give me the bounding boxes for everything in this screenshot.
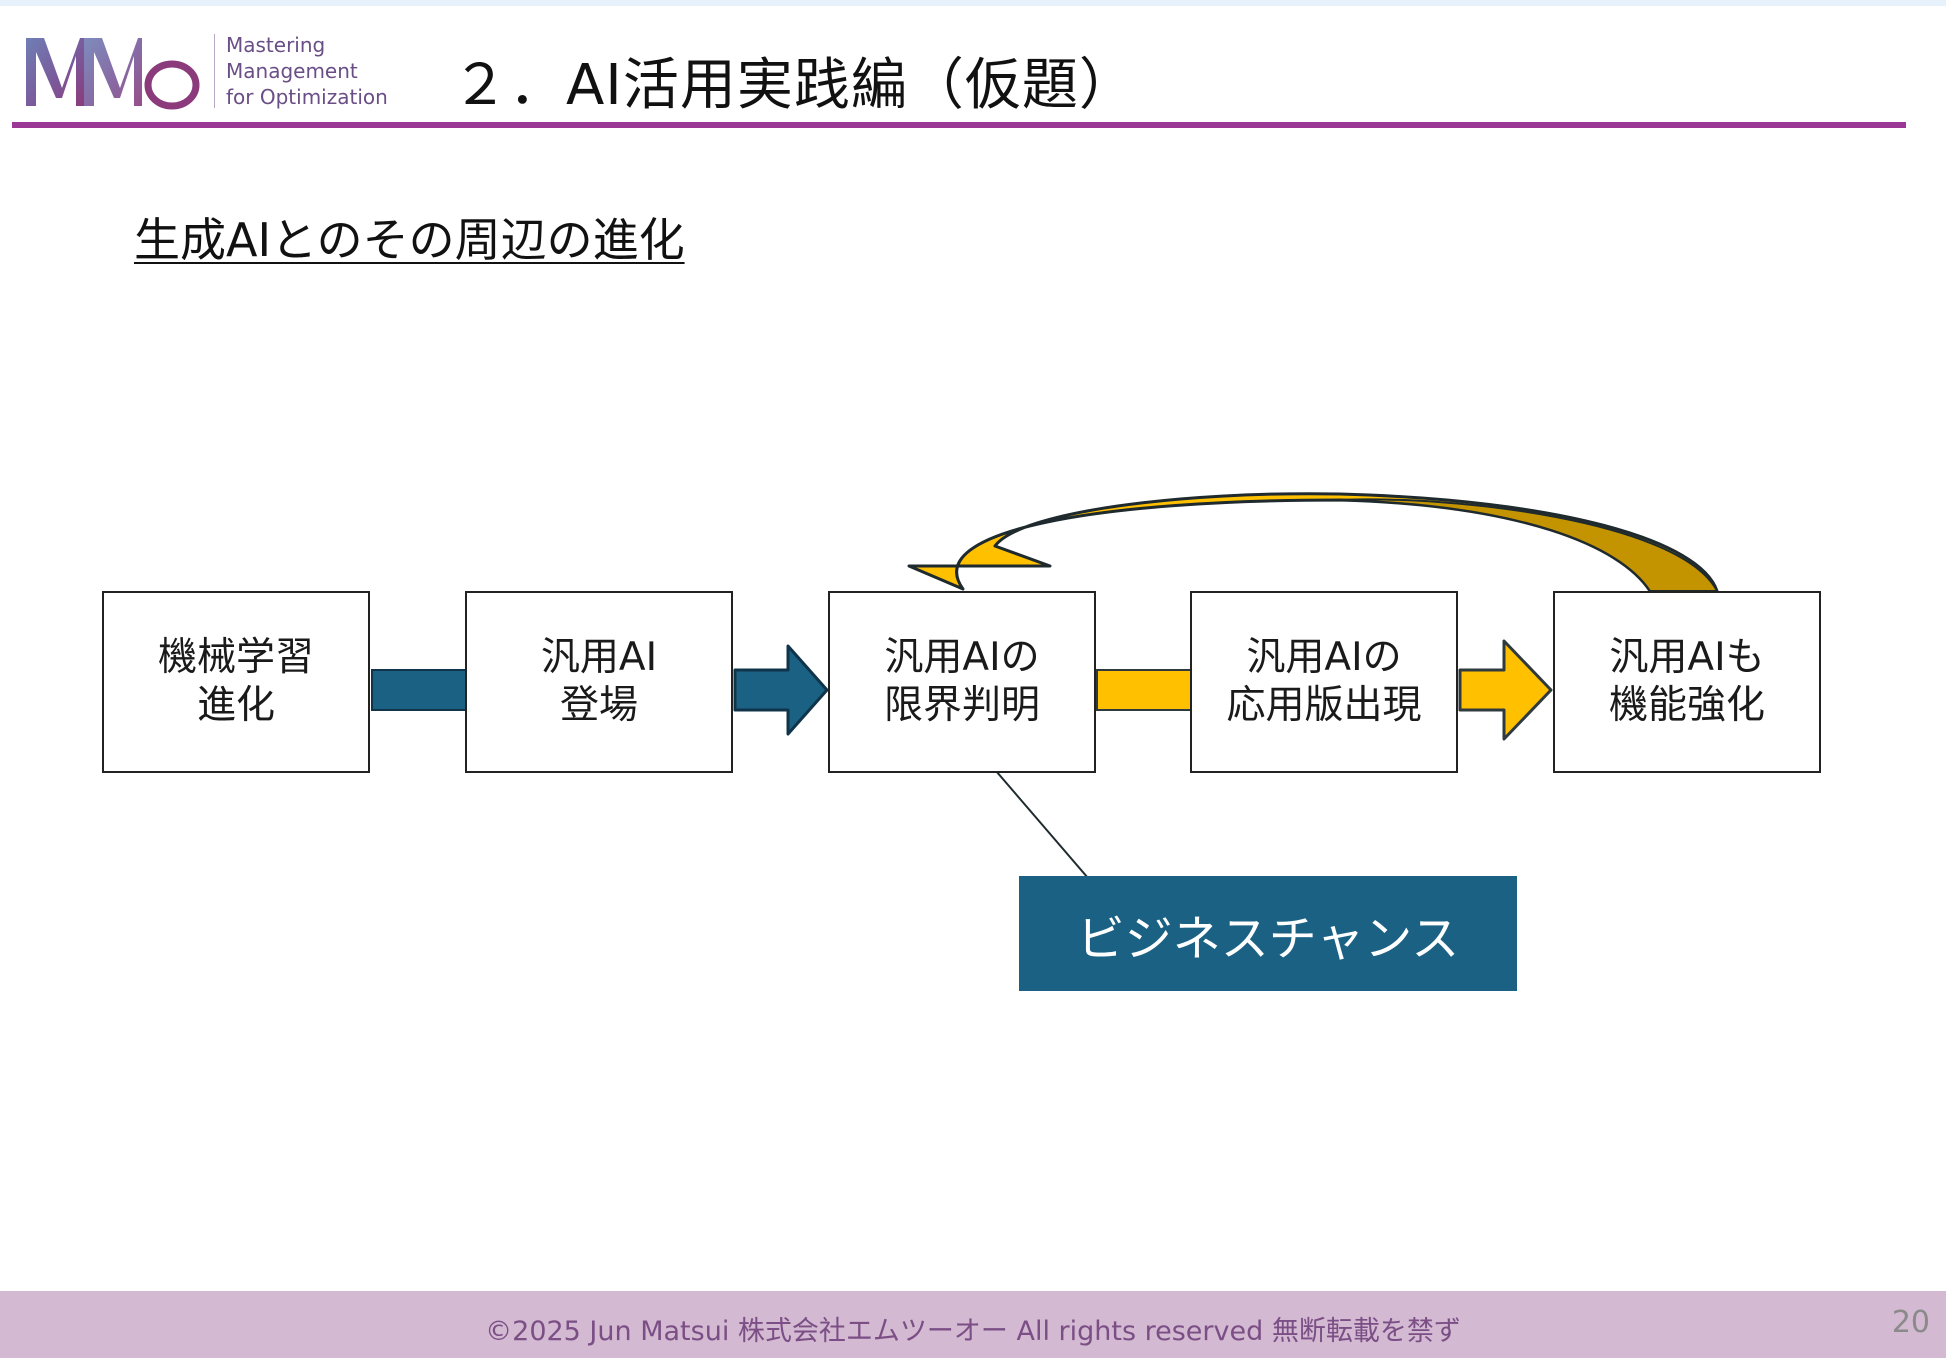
connector-bar-gold [1096,669,1192,711]
arrow-right-gold [1458,639,1553,741]
flow-box-general-ai-arrival: 汎用AI 登場 [465,591,733,773]
page-number: 20 [1891,1305,1930,1340]
flow-box-label: 機械学習 [157,635,314,680]
flow-box-label: 限界判明 [883,683,1040,728]
business-chance-callout: ビジネスチャンス [1019,876,1517,991]
flow-box-label: 汎用AI [540,635,658,680]
flow-box-label: 機能強化 [1608,683,1765,728]
flow-box-label: 登場 [559,683,638,728]
flow-box-label: 汎用AIも [1609,635,1765,680]
logo-line-2: Management [226,59,358,83]
flow-box-ml-evolution: 機械学習 進化 [102,591,370,773]
logo-line-1: Mastering [226,33,326,57]
flow-box-limits-revealed: 汎用AIの 限界判明 [828,591,1096,773]
logo-tagline: Mastering Management for Optimization [226,32,388,110]
callout-pointer-line [983,756,1089,879]
flow-box-label: 応用版出現 [1226,683,1422,728]
flow-box-label: 進化 [196,683,275,728]
title-rule [12,122,1906,128]
top-strip [0,0,1946,6]
logo-line-3: for Optimization [226,85,388,109]
arrow-right-blue [733,644,829,736]
flow-box-label: 汎用AIの [884,635,1040,680]
flow-box-applied-versions: 汎用AIの 応用版出現 [1190,591,1458,773]
footer-copyright: ©2025 Jun Matsui 株式会社エムツーオー All rights r… [485,1316,1461,1347]
slide-title: ２．AI活用実践編（仮題） [452,53,1136,118]
connector-bar-blue [371,669,467,711]
footer: ©2025 Jun Matsui 株式会社エムツーオー All rights r… [0,1291,1946,1358]
logo-divider [214,34,215,108]
curved-arrow-shadow [1339,498,1719,592]
flow-box-label: 汎用AIの [1246,635,1402,680]
slide-subtitle: 生成AIとのその周辺の進化 [134,213,685,267]
flow-box-feature-enhancement: 汎用AIも 機能強化 [1553,591,1821,773]
mmo-logo [26,38,200,110]
